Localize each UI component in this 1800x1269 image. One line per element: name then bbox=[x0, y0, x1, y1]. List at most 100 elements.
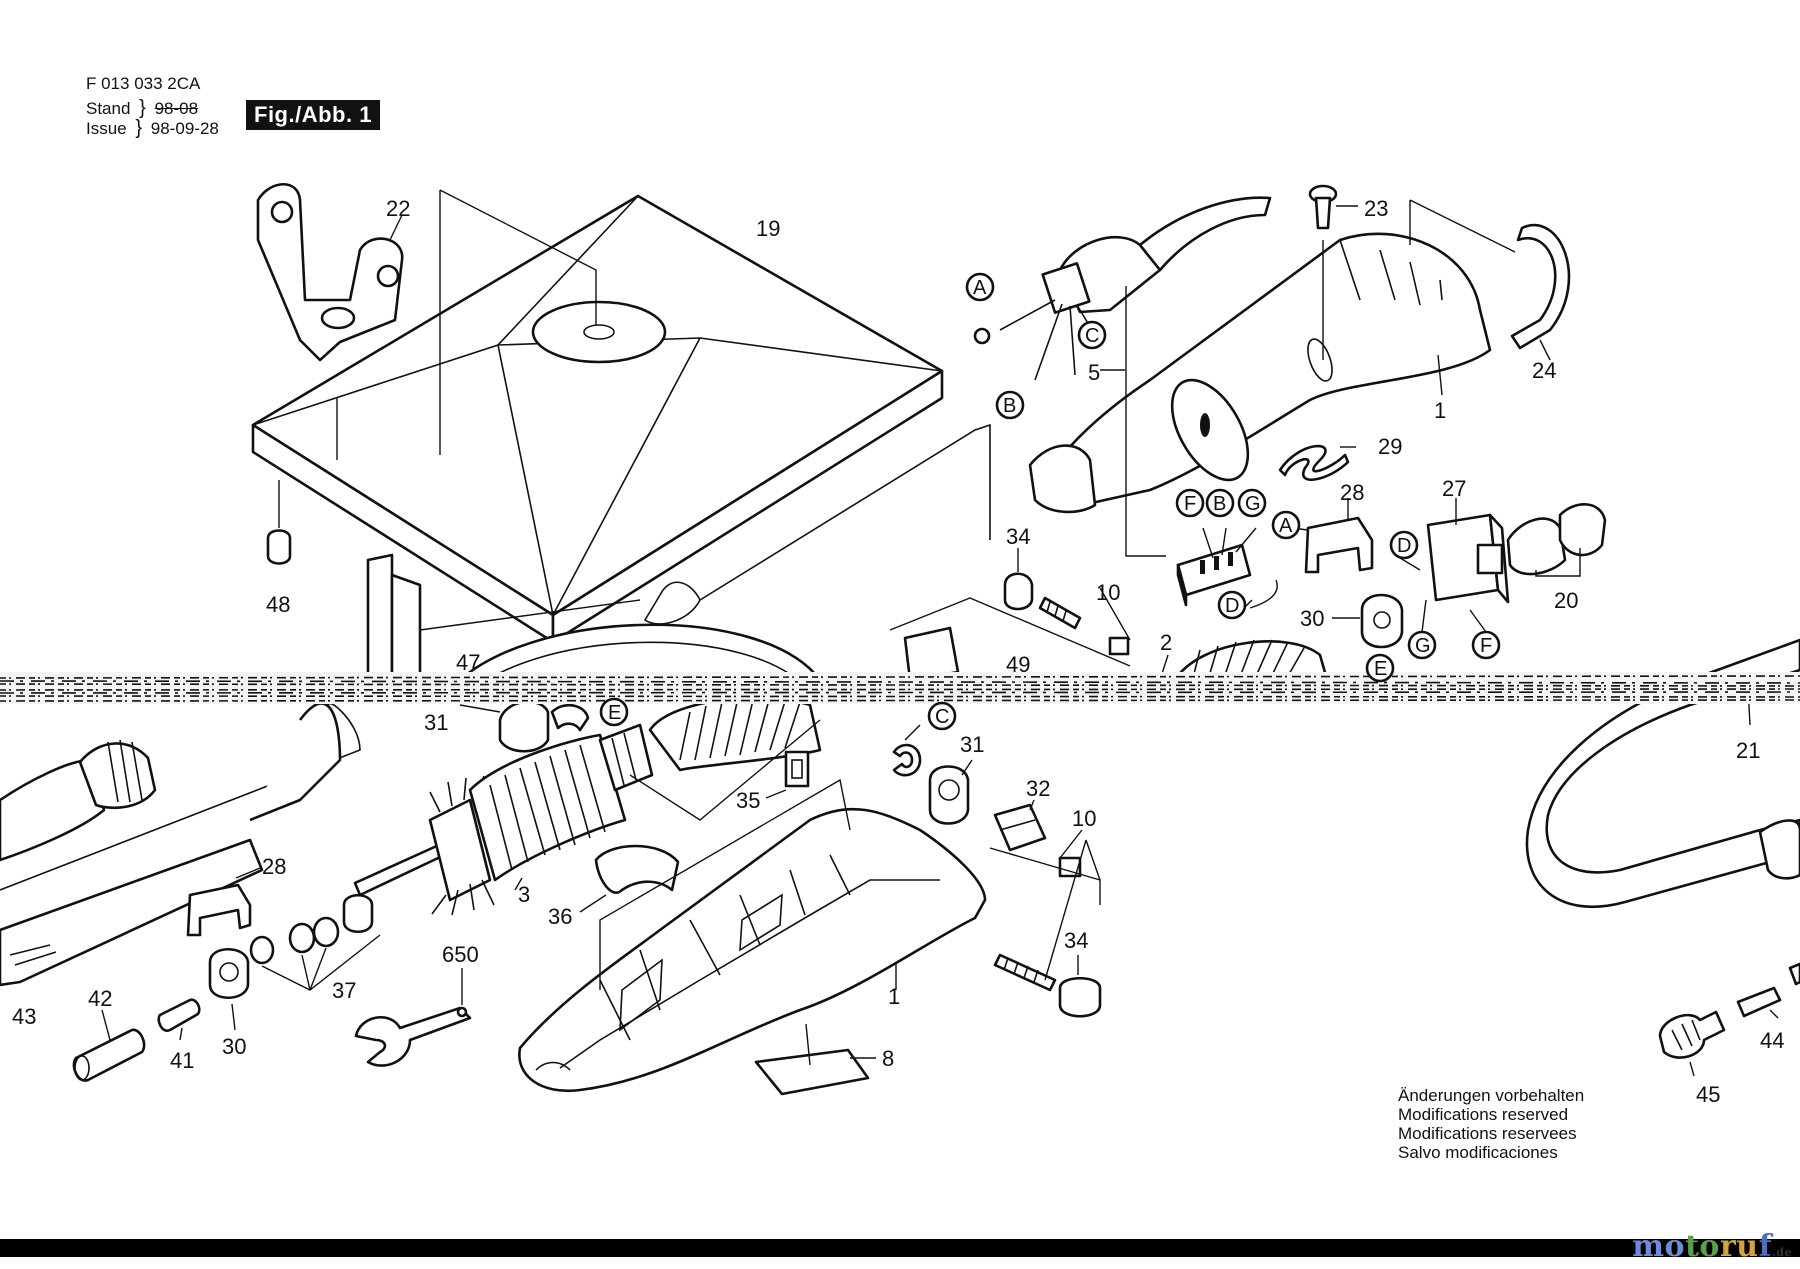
part-28-clip-lower bbox=[186, 867, 261, 937]
connector-f-switch: F bbox=[1471, 630, 1501, 660]
svg-text:C: C bbox=[1085, 325, 1099, 347]
modification-notes: Änderungen vorbehalten Modifications res… bbox=[1398, 1086, 1584, 1162]
connector-c-top: C bbox=[1077, 320, 1107, 350]
stand-row: Stand } 98-08 bbox=[86, 97, 199, 119]
callout-45: 45 bbox=[1696, 1082, 1720, 1107]
issue-date: 98-09-28 bbox=[150, 119, 219, 138]
connector-a-top: A bbox=[965, 272, 995, 302]
part-44-collet-right bbox=[1736, 986, 1782, 1019]
part-23-screw bbox=[1308, 184, 1358, 360]
callout-3: 3 bbox=[518, 882, 530, 907]
callout-30-lower: 30 bbox=[222, 1034, 246, 1059]
note-es: Salvo modificaciones bbox=[1398, 1143, 1558, 1162]
stand-label: Stand bbox=[86, 99, 131, 118]
callout-10-lower: 10 bbox=[1072, 806, 1096, 831]
svg-text:A: A bbox=[1279, 515, 1293, 537]
stand-date: 98-08 bbox=[154, 99, 199, 118]
connector-b-block: B bbox=[1205, 488, 1235, 518]
callout-36: 36 bbox=[548, 904, 572, 929]
brace-glyph-2: } bbox=[135, 117, 143, 139]
callout-37: 37 bbox=[332, 978, 356, 1003]
scan-distortion-band bbox=[0, 672, 1800, 704]
callout-35: 35 bbox=[736, 788, 760, 813]
connector-c-lower: C bbox=[927, 701, 957, 731]
svg-text:A: A bbox=[973, 277, 987, 299]
part-41-collet bbox=[157, 998, 201, 1041]
watermark-logo: motoruf.de bbox=[1632, 1229, 1792, 1264]
part-35-brush-plate bbox=[765, 750, 810, 799]
connector-markers: A B C F B G A D D G F E E C bbox=[599, 272, 1501, 731]
connector-g-switch: G bbox=[1407, 630, 1437, 660]
callout-23: 23 bbox=[1364, 196, 1388, 221]
part-10-carbon-brush-top bbox=[1038, 587, 1131, 656]
callout-27: 27 bbox=[1442, 476, 1466, 501]
part-20-slide-switch bbox=[1506, 503, 1607, 577]
part-42-collet-nut bbox=[72, 1009, 146, 1082]
callout-31-left: 31 bbox=[424, 710, 448, 735]
svg-text:G: G bbox=[1415, 635, 1431, 657]
leader-c2 bbox=[904, 724, 921, 741]
callout-30-top: 30 bbox=[1300, 606, 1324, 631]
part-32-brush-cap bbox=[993, 799, 1047, 852]
switch-connector-block bbox=[1176, 527, 1257, 607]
callout-1-top: 1 bbox=[1434, 398, 1446, 423]
document-id: F 013 033 2CA bbox=[86, 74, 201, 93]
svg-text:G: G bbox=[1245, 493, 1261, 515]
svg-text:B: B bbox=[1213, 493, 1226, 515]
connector-d-switch: D bbox=[1389, 530, 1419, 560]
leader-8 bbox=[805, 1023, 876, 1066]
callout-19: 19 bbox=[756, 216, 780, 241]
part-29-spring bbox=[1278, 444, 1350, 482]
callout-43: 43 bbox=[12, 1004, 36, 1029]
callout-44: 44 bbox=[1760, 1028, 1784, 1053]
part-19-table-plate bbox=[251, 189, 944, 644]
part-c-ring-lower bbox=[892, 743, 922, 777]
part-2-field-coil-lower bbox=[629, 695, 822, 821]
connector-g-block: G bbox=[1237, 488, 1267, 518]
callout-34-top: 34 bbox=[1006, 524, 1030, 549]
part-44b-sleeve-right bbox=[1788, 962, 1800, 986]
issue-row: Issue } 98-09-28 bbox=[86, 117, 219, 139]
part-e-ring-upper bbox=[550, 703, 590, 732]
part-10-carbon-brush-lower bbox=[989, 829, 1101, 992]
callout-32: 32 bbox=[1026, 776, 1050, 801]
note-en: Modifications reserved bbox=[1398, 1105, 1569, 1124]
callout-31-right: 31 bbox=[960, 732, 984, 757]
part-36-shell bbox=[594, 844, 680, 894]
connector-f-block: F bbox=[1175, 488, 1205, 518]
part-31-fan-upper bbox=[459, 700, 550, 753]
callout-24: 24 bbox=[1532, 358, 1556, 383]
connector-e-coil: E bbox=[1365, 653, 1395, 683]
part-28-switch-clip bbox=[1291, 498, 1374, 574]
brace-glyph: } bbox=[139, 97, 146, 119]
part-1-housing-shell bbox=[518, 778, 987, 1093]
note-fr: Modifications reservees bbox=[1398, 1124, 1577, 1143]
part-43-handpiece bbox=[0, 702, 361, 987]
svg-text:E: E bbox=[608, 702, 621, 724]
part-37-washers bbox=[249, 893, 381, 991]
callout-2: 2 bbox=[1160, 630, 1172, 655]
svg-text:C: C bbox=[935, 706, 949, 728]
part-34-bushing-lower bbox=[1058, 955, 1102, 1018]
callout-20: 20 bbox=[1554, 588, 1578, 613]
part-3-armature bbox=[353, 723, 654, 916]
part-5-power-cord bbox=[973, 196, 1272, 557]
part-34-bushing-top bbox=[1003, 548, 1034, 611]
callout-21: 21 bbox=[1736, 738, 1760, 763]
guard-wire-loop bbox=[643, 581, 701, 625]
callout-29: 29 bbox=[1378, 434, 1402, 459]
callout-labels: 22 19 48 47 49 23 24 5 1 29 28 27 20 34 … bbox=[12, 196, 1784, 1107]
callout-49: 49 bbox=[1006, 652, 1030, 677]
note-de: Änderungen vorbehalten bbox=[1398, 1086, 1585, 1105]
svg-text:F: F bbox=[1480, 635, 1492, 657]
part-21-flex-shaft bbox=[1525, 638, 1800, 908]
part-30-bearing-top bbox=[1332, 593, 1404, 649]
callout-650: 650 bbox=[442, 942, 479, 967]
callout-34-lower: 34 bbox=[1064, 928, 1088, 953]
part-8-label bbox=[754, 1048, 870, 1096]
svg-text:F: F bbox=[1184, 493, 1196, 515]
part-31-bearing-lower bbox=[928, 759, 973, 825]
leader-36 bbox=[579, 894, 607, 913]
callout-42: 42 bbox=[88, 986, 112, 1011]
